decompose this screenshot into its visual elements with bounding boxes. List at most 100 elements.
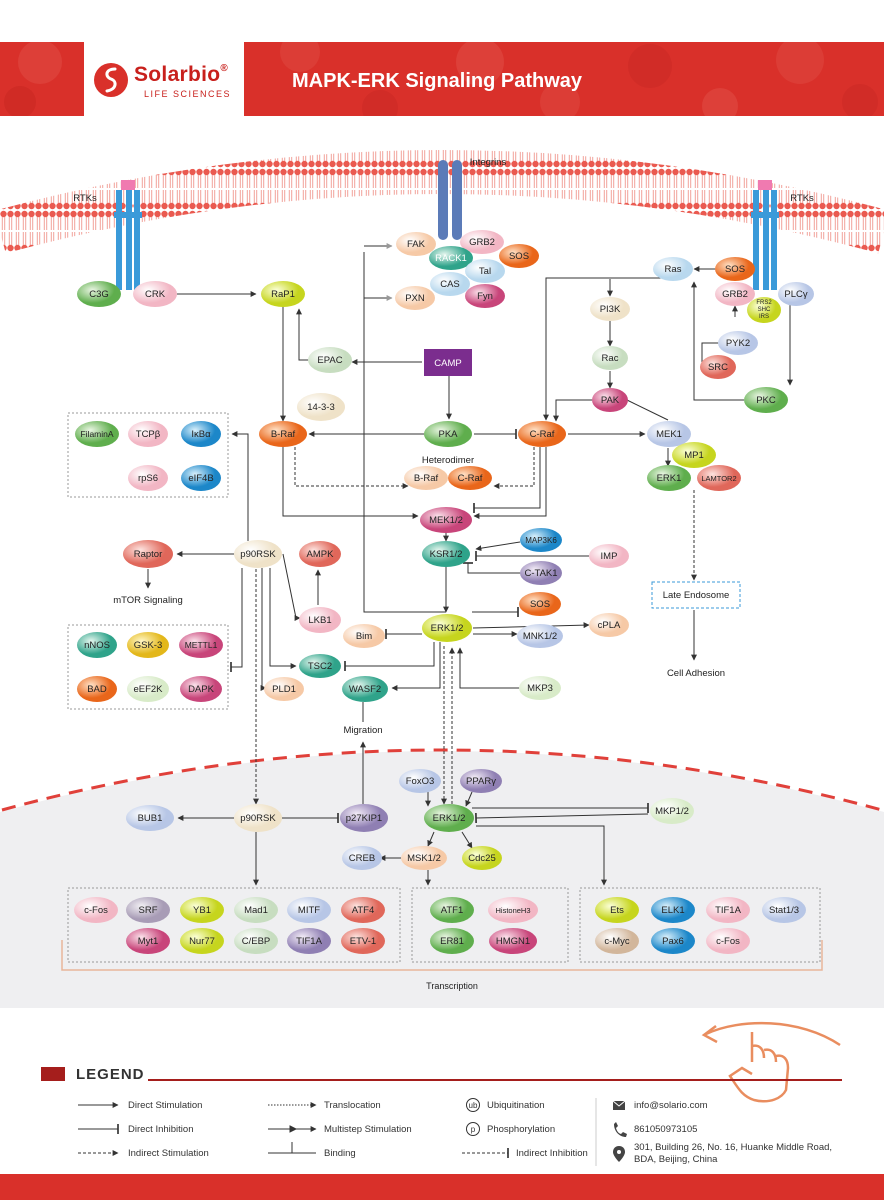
node-pi3k[interactable]: PI3K: [590, 297, 630, 321]
node-imp[interactable]: IMP: [589, 544, 629, 568]
node-atf1[interactable]: ATF1: [430, 897, 474, 923]
node-epac[interactable]: EPAC: [308, 347, 352, 373]
node-cfos-right[interactable]: c-Fos: [706, 928, 750, 954]
contact-email[interactable]: info@solario.com: [634, 1100, 708, 1111]
node-nnos[interactable]: nNOS: [77, 632, 117, 658]
node-lamtor2[interactable]: LAMTOR2: [697, 465, 741, 491]
node-tsc2[interactable]: TSC2: [299, 654, 341, 678]
node-eif4b[interactable]: eIF4B: [181, 465, 221, 491]
node-ras[interactable]: Ras: [653, 257, 693, 281]
node-cpla[interactable]: cPLA: [589, 613, 629, 637]
node-histoneh3[interactable]: HistoneH3: [488, 897, 538, 923]
node-p90rsk-nucleus[interactable]: p90RSK: [234, 804, 282, 832]
node-craf-heterodimer[interactable]: C-Raf: [448, 466, 492, 490]
node-pld1[interactable]: PLD1: [264, 677, 304, 701]
node-cdc25[interactable]: Cdc25: [462, 846, 502, 870]
node-craf[interactable]: C-Raf: [518, 421, 566, 447]
node-frs2-shc-irs[interactable]: FRS2 SHC IRS: [747, 297, 781, 323]
node-ampk[interactable]: AMPK: [299, 541, 341, 567]
node-cfos[interactable]: c-Fos: [74, 897, 118, 923]
node-gsk3[interactable]: GSK-3: [127, 632, 169, 658]
node-fak[interactable]: FAK: [396, 232, 436, 256]
node-pax6[interactable]: Pax6: [651, 928, 695, 954]
node-etv1[interactable]: ETV-1: [341, 928, 385, 954]
node-wasf2[interactable]: WASF2: [342, 676, 388, 702]
node-rack1[interactable]: RACK1: [429, 246, 473, 270]
node-mitf[interactable]: MITF: [287, 897, 331, 923]
node-camp[interactable]: CAMP: [424, 349, 472, 376]
node-ets[interactable]: Ets: [595, 897, 639, 923]
node-mek1[interactable]: MEK1: [647, 421, 691, 447]
node-pka[interactable]: PKA: [424, 421, 472, 447]
node-sos1[interactable]: SOS: [499, 244, 539, 268]
node-hmgn1[interactable]: HMGN1: [489, 928, 537, 954]
node-tal[interactable]: Tal: [465, 259, 505, 283]
node-mp1[interactable]: MP1: [672, 442, 716, 468]
node-erk12-nucleus[interactable]: ERK1/2: [424, 804, 474, 832]
node-eef2k[interactable]: eEF2K: [127, 676, 169, 702]
node-sos2[interactable]: SOS: [715, 257, 755, 281]
node-plcg[interactable]: PLCγ: [778, 282, 814, 306]
node-p27kip1[interactable]: p27KIP1: [340, 804, 388, 832]
node-pparg[interactable]: PPARγ: [460, 769, 502, 793]
node-cmyc[interactable]: c-Myc: [595, 928, 639, 954]
node-erk12[interactable]: ERK1/2: [422, 614, 472, 642]
node-cebp[interactable]: C/EBP: [234, 928, 278, 954]
node-src[interactable]: SRC: [700, 355, 736, 379]
node-filamina[interactable]: FilaminA: [75, 421, 119, 447]
node-rap1[interactable]: RaP1: [261, 281, 305, 307]
node-foxo3[interactable]: FoxO3: [399, 769, 441, 793]
svg-text:Raptor: Raptor: [134, 549, 163, 560]
node-bim[interactable]: Bim: [343, 624, 385, 648]
node-lkb1[interactable]: LKB1: [299, 607, 341, 633]
node-braf-heterodimer[interactable]: B-Raf: [404, 466, 448, 490]
node-mettl1[interactable]: METTL1: [179, 632, 223, 658]
contact-phone[interactable]: 861050973105: [634, 1124, 698, 1135]
svg-text:C3G: C3G: [89, 289, 109, 300]
node-mkp12[interactable]: MKP1/2: [650, 798, 694, 824]
node-nur77[interactable]: Nur77: [180, 928, 224, 954]
node-mnk12[interactable]: MNK1/2: [517, 624, 563, 648]
node-crk[interactable]: CRK: [133, 281, 177, 307]
node-srf[interactable]: SRF: [126, 897, 170, 923]
node-er81[interactable]: ER81: [430, 928, 474, 954]
node-erk1[interactable]: ERK1: [647, 465, 691, 491]
node-mkp3[interactable]: MKP3: [519, 676, 561, 700]
node-braf[interactable]: B-Raf: [259, 421, 307, 447]
node-dapk[interactable]: DAPK: [180, 676, 222, 702]
node-stat13[interactable]: Stat1/3: [762, 897, 806, 923]
node-fyn[interactable]: Fyn: [465, 284, 505, 308]
svg-text:SRF: SRF: [139, 905, 158, 916]
node-rps6[interactable]: rpS6: [128, 465, 168, 491]
node-tif1a[interactable]: TIF1A: [287, 928, 331, 954]
node-msk12[interactable]: MSK1/2: [401, 846, 447, 870]
node-atf4[interactable]: ATF4: [341, 897, 385, 923]
node-ikba[interactable]: IκBα: [181, 421, 221, 447]
node-tif1a-right[interactable]: TIF1A: [706, 897, 750, 923]
node-p90rsk[interactable]: p90RSK: [234, 540, 282, 568]
node-ctak1[interactable]: C-TAK1: [520, 561, 562, 585]
node-pxn[interactable]: PXN: [395, 286, 435, 310]
node-creb[interactable]: CREB: [342, 846, 382, 870]
node-sos3[interactable]: SOS: [519, 592, 561, 616]
node-pyk2[interactable]: PYK2: [718, 331, 758, 355]
node-pkc[interactable]: PKC: [744, 387, 788, 413]
node-bad[interactable]: BAD: [77, 676, 117, 702]
node-yb1[interactable]: YB1: [180, 897, 224, 923]
node-14-3-3[interactable]: 14-3-3: [297, 393, 345, 421]
node-grb2a[interactable]: GRB2: [460, 230, 504, 254]
node-ksr12[interactable]: KSR1/2: [422, 541, 470, 567]
node-tcpb[interactable]: TCPβ: [128, 421, 168, 447]
node-myt1[interactable]: Myt1: [126, 928, 170, 954]
node-bub1[interactable]: BUB1: [126, 805, 174, 831]
node-cas[interactable]: CAS: [430, 272, 470, 296]
node-pak[interactable]: PAK: [592, 388, 628, 412]
node-rac[interactable]: Rac: [592, 346, 628, 370]
node-elk1[interactable]: ELK1: [651, 897, 695, 923]
node-c3g[interactable]: C3G: [77, 281, 121, 307]
node-raptor[interactable]: Raptor: [123, 540, 173, 568]
node-mek12[interactable]: MEK1/2: [420, 507, 472, 533]
node-grb2b[interactable]: GRB2: [715, 282, 755, 306]
node-mad1[interactable]: Mad1: [234, 897, 278, 923]
node-map3k6[interactable]: MAP3K6: [520, 528, 562, 552]
